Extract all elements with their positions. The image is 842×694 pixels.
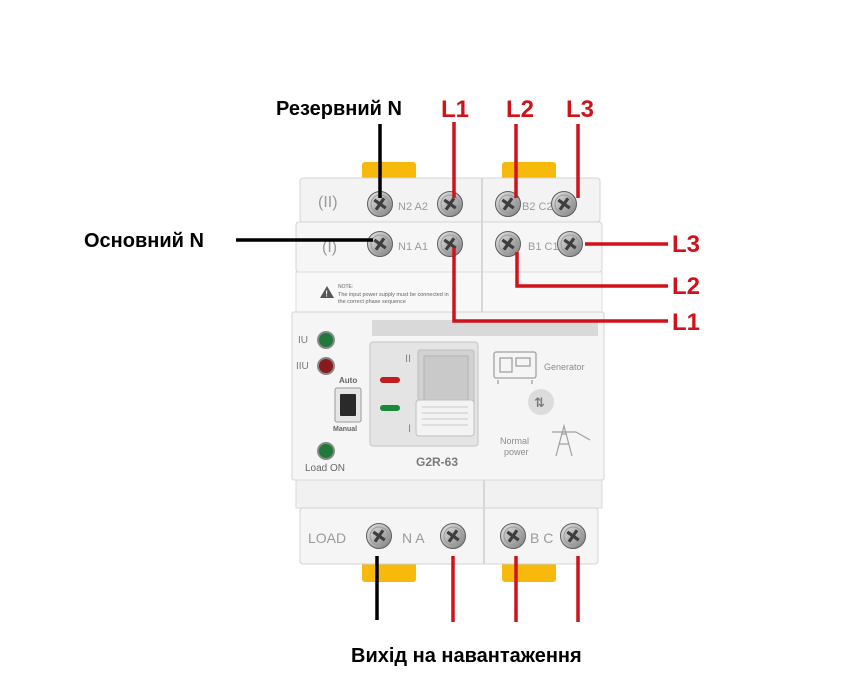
power-label: power: [504, 447, 529, 457]
row-ii-right-terminals: B2 C2: [522, 201, 553, 213]
note-line1: The input power supply must be connected…: [338, 292, 449, 298]
note-title: NOTE:: [338, 284, 353, 290]
screw-n1: [367, 231, 393, 257]
handle-bottom-mark: I: [408, 423, 411, 435]
row-ii-left-terminals: N2 A2: [398, 201, 428, 213]
bottom-left-terminals: N A: [402, 530, 425, 546]
transfer-arrows-icon: [528, 389, 554, 415]
note-line2: the correct phase sequence: [338, 299, 406, 305]
load-on-label: Load ON: [305, 463, 345, 474]
iu-label: IU: [298, 335, 308, 346]
power-pylon-icon: [552, 423, 591, 457]
handle-top-mark: II: [405, 353, 411, 365]
screw-a1: [437, 231, 463, 257]
right-l2-wire: [515, 252, 668, 288]
row-i-left-terminals: N1 A1: [398, 241, 428, 253]
screw-load-n: [366, 523, 392, 549]
svg-text:⇅: ⇅: [534, 395, 545, 410]
row-i-right-terminals: B1 C1: [528, 241, 559, 253]
right-l3-label: L3: [672, 231, 700, 258]
green-status-indicator: [380, 405, 400, 411]
right-l1-label: L1: [672, 309, 700, 336]
red-status-indicator: [380, 377, 400, 383]
load-on-led: [317, 442, 335, 460]
wires: [236, 122, 668, 622]
screw-c1: [557, 231, 583, 257]
screw-a2: [437, 191, 463, 217]
top-l1-label: L1: [441, 96, 469, 123]
row-ii-marker: (II): [318, 194, 338, 211]
generator-icon: [493, 351, 537, 384]
screw-load-b: [500, 523, 526, 549]
screw-load-a: [440, 523, 466, 549]
load-output-label: Вихід на навантаження: [351, 645, 582, 667]
row-i-marker: (I): [322, 239, 337, 256]
auto-label: Auto: [339, 376, 357, 385]
screw-c2: [551, 191, 577, 217]
screw-load-c: [560, 523, 586, 549]
load-label: LOAD: [308, 530, 346, 546]
right-l1-wire: [452, 248, 668, 323]
top-l2-label: L2: [506, 96, 534, 123]
iiu-indicator-led: [317, 357, 335, 375]
model-label: G2R-63: [416, 455, 458, 469]
top-l3-label: L3: [566, 96, 594, 123]
iu-indicator-led: [317, 331, 335, 349]
normal-label: Normal: [500, 436, 529, 446]
bottom-right-terminals: B C: [530, 530, 553, 546]
transfer-handle[interactable]: [415, 355, 475, 437]
reserve-n-label: Резервний N: [276, 98, 402, 120]
main-n-label: Основний N: [84, 230, 204, 252]
right-l2-label: L2: [672, 273, 700, 300]
generator-label: Generator: [544, 362, 585, 372]
manual-label: Manual: [333, 426, 357, 433]
warning-icon: [320, 286, 334, 298]
svg-text:!: !: [325, 290, 328, 299]
iiu-label: IIU: [296, 361, 309, 372]
